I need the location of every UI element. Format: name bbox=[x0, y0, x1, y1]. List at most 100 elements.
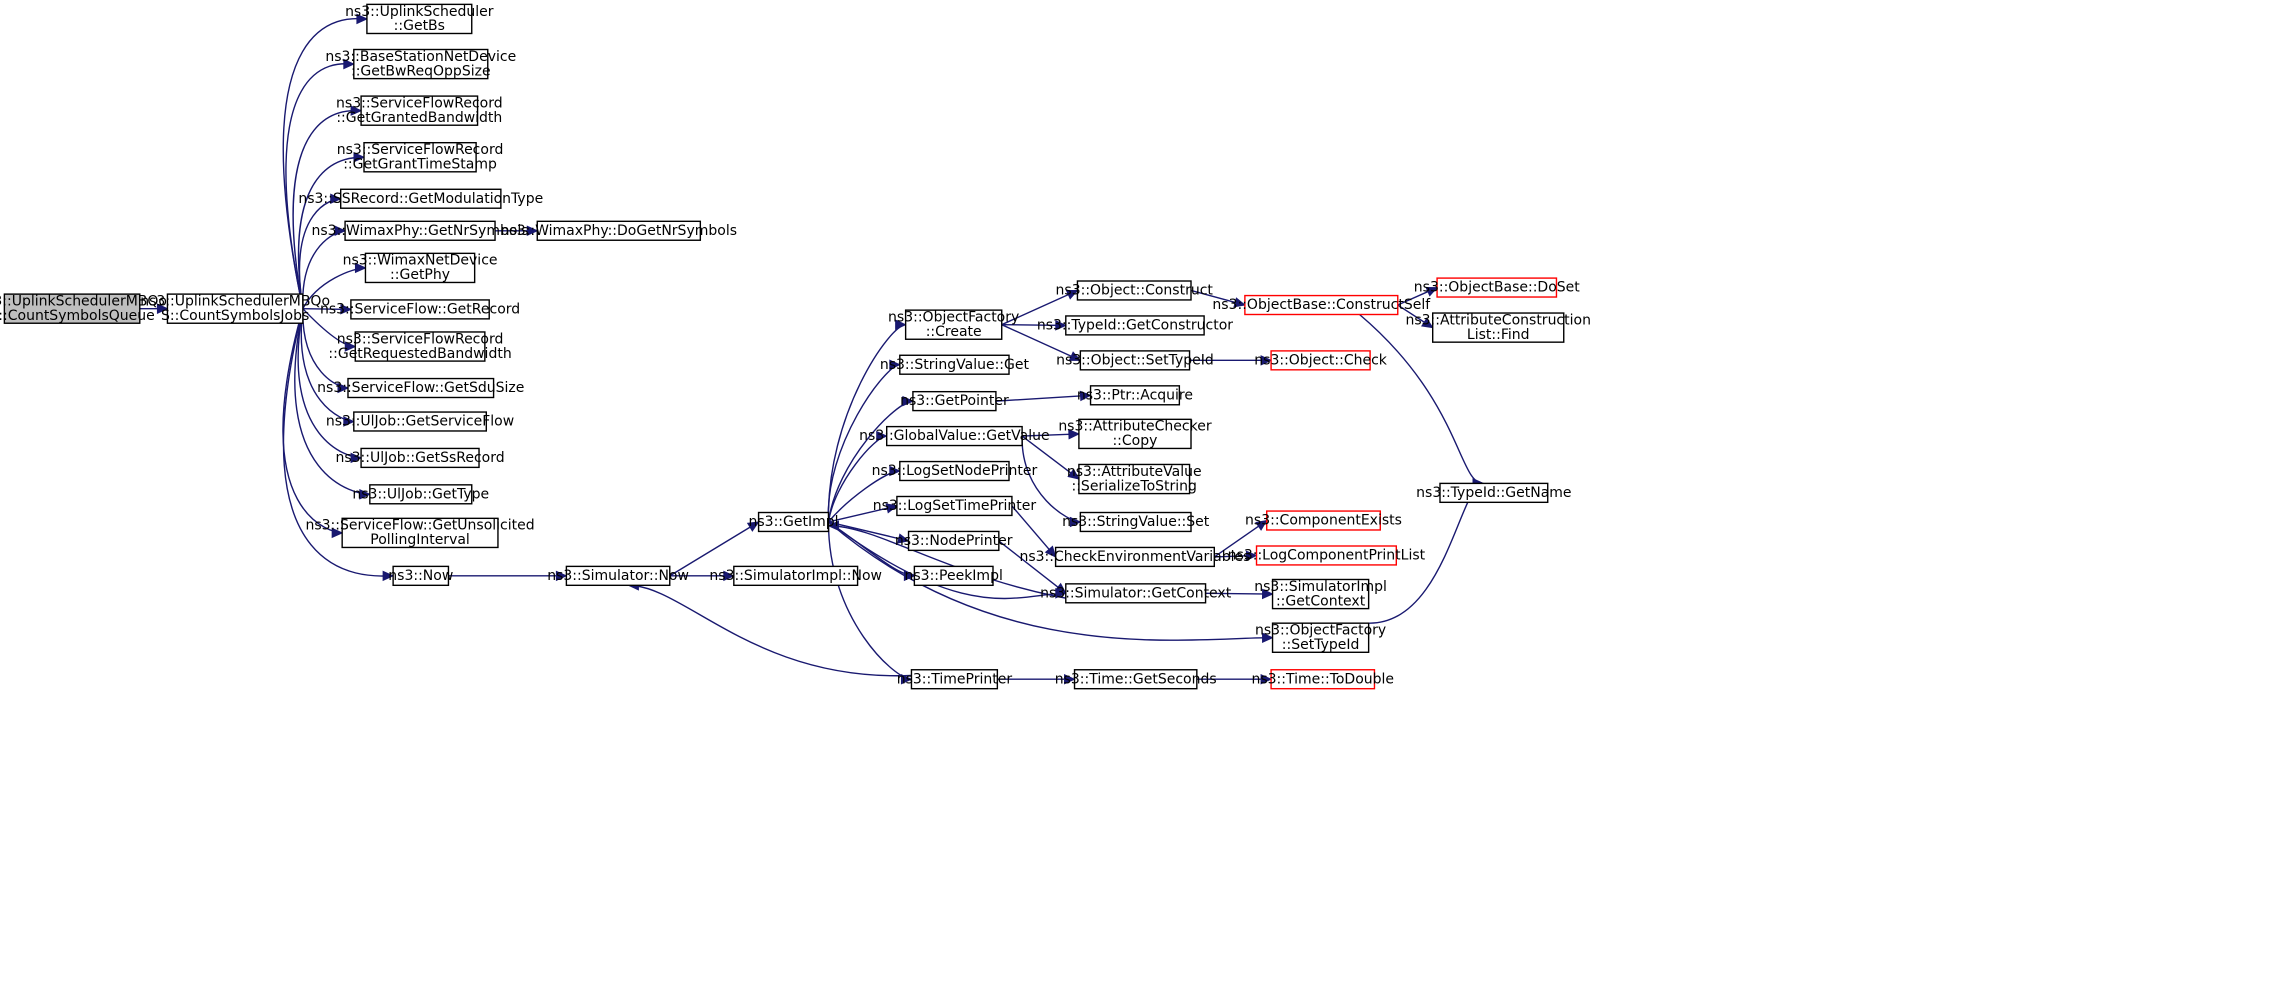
node-getbs[interactable]: ns3::UplinkScheduler::GetBs bbox=[345, 3, 494, 35]
node-timeprinter[interactable]: ns3::TimePrinter bbox=[897, 669, 1013, 690]
node-granted[interactable]: ns3::ServiceFlowRecord::GetGrantedBandwi… bbox=[336, 95, 503, 126]
arrowhead bbox=[1068, 429, 1081, 440]
node-getimpl[interactable]: ns3::GetImpl bbox=[749, 511, 839, 533]
node-box bbox=[350, 299, 490, 320]
node-doset[interactable]: ns3::ObjectBase::DoSet bbox=[1414, 277, 1580, 298]
arrowhead bbox=[1068, 351, 1082, 361]
node-label: ::GetGrantedBandwidth bbox=[336, 110, 502, 126]
node-getss[interactable]: ns3::UlJob::GetSsRecord bbox=[335, 447, 505, 469]
node-box bbox=[1244, 294, 1399, 316]
node-label: ::GetBs bbox=[394, 18, 445, 34]
arrowhead bbox=[359, 489, 372, 500]
node-simctx[interactable]: ns3::Simulator::GetContext bbox=[1040, 583, 1232, 604]
node-logcomp[interactable]: ns3::LogComponentPrintList bbox=[1228, 545, 1426, 566]
node-getptr[interactable]: ns3::GetPointer bbox=[900, 390, 1009, 412]
node-label: ns3::Now bbox=[388, 568, 453, 584]
node-box bbox=[912, 390, 997, 412]
arrowhead bbox=[827, 520, 839, 532]
edge-getseconds-to-todouble bbox=[1196, 673, 1273, 685]
edge-getimpl-to-ofcreate bbox=[827, 319, 907, 522]
node-gvget[interactable]: ns3::GlobalValue::GetValue bbox=[859, 425, 1050, 447]
node-dogetnrsym[interactable]: ns3::WimaxPhy::DoGetNrSymbols bbox=[501, 220, 737, 241]
node-objcheck[interactable]: ns3::Object::Check bbox=[1254, 350, 1388, 371]
edge-line bbox=[1021, 435, 1080, 480]
node-unsol[interactable]: ns3::ServiceFlow::GetUnsolicitedPollingI… bbox=[305, 517, 535, 549]
node-label: ns3::ObjectFactory bbox=[1255, 623, 1386, 639]
node-svset[interactable]: ns3::StringValue::Set bbox=[1062, 511, 1210, 533]
node-getseconds[interactable]: ns3::Time::GetSeconds bbox=[1055, 669, 1217, 690]
node-root[interactable]: ns3::UplinkSchedulerMBQoS::CountSymbolsQ… bbox=[0, 293, 167, 324]
arrowhead bbox=[889, 465, 902, 477]
node-getbwreq[interactable]: ns3::BaseStationNetDevice::GetBwReqOppSi… bbox=[325, 48, 516, 80]
node-constructself[interactable]: ns3::ObjectBase::ConstructSelf bbox=[1212, 294, 1431, 316]
node-label: ns3::SSRecord::GetModulationType bbox=[298, 191, 543, 207]
node-svget[interactable]: ns3::StringValue::Get bbox=[880, 354, 1030, 375]
node-sdusize[interactable]: ns3::ServiceFlow::GetSduSize bbox=[317, 377, 524, 399]
node-label: ns3::AttributeChecker bbox=[1058, 419, 1212, 435]
edge-line bbox=[300, 308, 354, 423]
node-construct[interactable]: ns3::Object::Construct bbox=[1056, 280, 1214, 301]
arrowhead bbox=[1425, 287, 1439, 297]
arrowhead bbox=[353, 151, 366, 163]
edge-checkenv-to-compexists bbox=[1213, 519, 1268, 558]
arrowhead bbox=[337, 382, 350, 394]
node-label: ns3::ServiceFlow::GetRecord bbox=[320, 301, 520, 317]
node-label: ns3::ObjectFactory bbox=[888, 310, 1019, 326]
node-simnow[interactable]: ns3::Simulator::Now bbox=[547, 565, 689, 587]
node-box bbox=[1255, 545, 1398, 566]
node-nodeprinter[interactable]: ns3::NodePrinter bbox=[895, 530, 1013, 552]
node-now[interactable]: ns3::Now bbox=[388, 565, 453, 587]
node-label: ns3::UlJob::GetSsRecord bbox=[335, 450, 504, 466]
node-getnrsym[interactable]: ns3::WimaxPhy::GetNrSymbols bbox=[312, 220, 529, 241]
node-modtype[interactable]: ns3::SSRecord::GetModulationType bbox=[298, 188, 543, 209]
node-label: ::GetBwReqOppSize bbox=[351, 63, 491, 79]
edge-line bbox=[1213, 519, 1268, 558]
edge-line bbox=[828, 505, 898, 523]
node-csj[interactable]: ns3::UplinkSchedulerMBQoS::CountSymbolsJ… bbox=[140, 293, 330, 324]
node-box bbox=[904, 309, 1003, 340]
node-box bbox=[1432, 312, 1565, 343]
node-checkenv[interactable]: ns3::CheckEnvironmentVariables bbox=[1019, 546, 1250, 568]
edge-csj-to-unsol bbox=[282, 308, 344, 539]
node-label: ns3::TypeId::GetConstructor bbox=[1037, 317, 1233, 333]
arrowhead bbox=[1065, 289, 1079, 300]
edge-line bbox=[998, 540, 1067, 594]
node-box bbox=[364, 252, 476, 284]
node-avser[interactable]: ns3::AttributeValue::SerializeToString bbox=[1067, 463, 1202, 495]
node-acquire[interactable]: ns3::Ptr::Acquire bbox=[1077, 385, 1193, 406]
node-getphy[interactable]: ns3::WimaxNetDevice::GetPhy bbox=[343, 252, 498, 284]
arrowhead bbox=[876, 430, 888, 442]
node-ofsettypeid[interactable]: ns3::ObjectFactory::SetTypeId bbox=[1255, 622, 1386, 653]
node-box bbox=[340, 188, 502, 209]
node-peekimpl[interactable]: ns3::PeekImpl bbox=[905, 565, 1003, 587]
node-ofcreate[interactable]: ns3::ObjectFactory::Create bbox=[888, 309, 1019, 340]
node-settypeid[interactable]: ns3::Object::SetTypeId bbox=[1056, 350, 1214, 371]
node-box bbox=[1266, 510, 1381, 531]
node-label: ns3::UplinkSchedulerMBQo bbox=[0, 294, 167, 310]
node-simimplctx[interactable]: ns3::SimulatorImpl::GetContext bbox=[1254, 578, 1387, 610]
node-compexists[interactable]: ns3::ComponentExists bbox=[1245, 510, 1402, 531]
node-granttime[interactable]: ns3::ServiceFlowRecord::GetGrantTimeStam… bbox=[337, 141, 504, 173]
node-gettype[interactable]: ns3::UlJob::GetType bbox=[352, 484, 489, 505]
node-reqbw[interactable]: ns3::ServiceFlowRecord::GetRequestedBand… bbox=[328, 331, 512, 362]
edge-line bbox=[1205, 592, 1273, 595]
node-logtime[interactable]: ns3::LogSetTimePrinter bbox=[873, 495, 1037, 517]
node-box bbox=[899, 354, 1010, 375]
edge-checkenv-to-logcomp bbox=[1214, 550, 1258, 562]
arrowhead bbox=[350, 105, 363, 116]
node-accopy[interactable]: ns3::AttributeChecker::Copy bbox=[1058, 418, 1212, 450]
edge-line bbox=[669, 521, 759, 577]
node-simimplnow[interactable]: ns3::SimulatorImpl::Now bbox=[709, 565, 882, 587]
node-label: ns3::BaseStationNetDevice bbox=[325, 49, 516, 65]
arrowhead bbox=[1421, 317, 1434, 329]
node-getrecord[interactable]: ns3::ServiceFlow::GetRecord bbox=[320, 299, 520, 320]
node-box bbox=[1065, 315, 1205, 336]
node-getname[interactable]: ns3::TypeId::GetName bbox=[1416, 482, 1572, 504]
node-todouble[interactable]: ns3::Time::ToDouble bbox=[1251, 669, 1394, 690]
node-getctor[interactable]: ns3::TypeId::GetConstructor bbox=[1037, 315, 1233, 336]
edge-ofcreate-to-settypeid bbox=[1001, 324, 1082, 361]
node-lognode[interactable]: ns3::LogSetNodePrinter bbox=[872, 460, 1038, 482]
node-label: ns3::NodePrinter bbox=[895, 533, 1013, 549]
node-getsf[interactable]: ns3::UlJob::GetServiceFlow bbox=[326, 411, 514, 432]
